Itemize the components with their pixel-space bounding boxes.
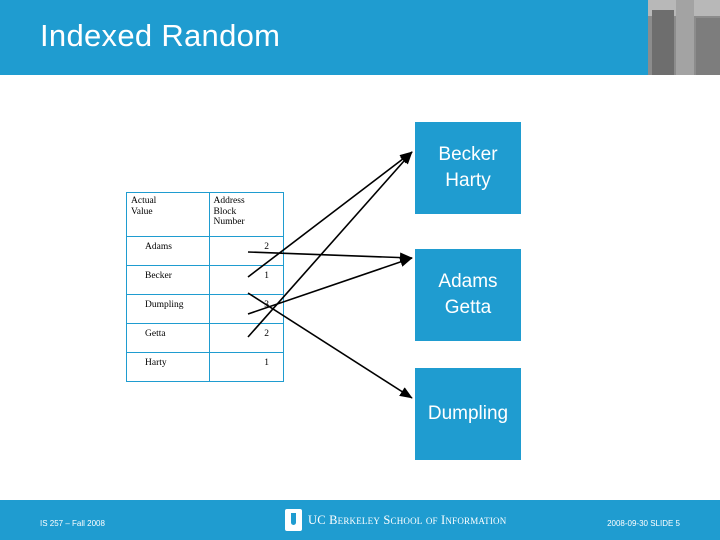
photo-building-right: [696, 18, 720, 75]
header-line: Value: [131, 206, 153, 217]
header-line: Block: [213, 206, 237, 217]
header-line: Address: [213, 196, 245, 206]
cell-block-number: 2: [208, 236, 285, 266]
block-line: Harty: [445, 170, 491, 191]
block-line: Dumpling: [427, 403, 509, 424]
cell-actual-value: Dumpling: [126, 294, 210, 324]
page-title: Indexed Random: [40, 18, 281, 53]
table-row: Getta 2: [126, 323, 285, 353]
slide-header-band: [0, 0, 720, 75]
header-line: Number: [213, 217, 245, 227]
footer-date-slide-number: 2008-09-30 SLIDE 5: [607, 519, 680, 528]
block-line: Becker: [438, 144, 498, 165]
berkeley-i-school-icon: [285, 509, 302, 531]
cell-block-number: 2: [208, 323, 285, 353]
cell-actual-value: Getta: [126, 323, 210, 353]
footer-logo-text: UC Berkeley School of Information: [308, 512, 507, 527]
photo-building-middle: [676, 0, 694, 75]
column-header-address-block-number: Address Block Number: [208, 192, 285, 237]
block-line: Getta: [444, 297, 492, 318]
footer-logo: UC Berkeley School of Information: [285, 508, 506, 532]
address-block-dumpling: Dumpling: [415, 368, 521, 460]
cell-block-number: 3: [208, 294, 285, 324]
table-header-row: Actual Value Address Block Number: [126, 192, 285, 237]
address-block-becker-harty: Becker Harty: [415, 122, 521, 214]
cell-block-number: 1: [208, 265, 285, 295]
table-row: Dumpling 3: [126, 294, 285, 324]
cell-actual-value: Becker: [126, 265, 210, 295]
column-header-actual-value: Actual Value: [126, 192, 210, 237]
table-row: Adams 2: [126, 236, 285, 266]
photo-building-left: [652, 10, 674, 75]
cell-actual-value: Adams: [126, 236, 210, 266]
header-line: Actual: [131, 196, 157, 206]
block-line: Adams: [438, 271, 498, 292]
address-block-adams-getta: Adams Getta: [415, 249, 521, 341]
cell-actual-value: Harty: [126, 352, 210, 382]
slide-body: [0, 75, 720, 500]
table-row: Becker 1: [126, 265, 285, 295]
index-table: Actual Value Address Block Number Adams …: [126, 192, 285, 382]
table-row: Harty 1: [126, 352, 285, 382]
footer-course-label: IS 257 – Fall 2008: [40, 519, 105, 528]
slide-footer-band: [0, 500, 720, 540]
header-building-photo: [648, 0, 720, 75]
cell-block-number: 1: [208, 352, 285, 382]
